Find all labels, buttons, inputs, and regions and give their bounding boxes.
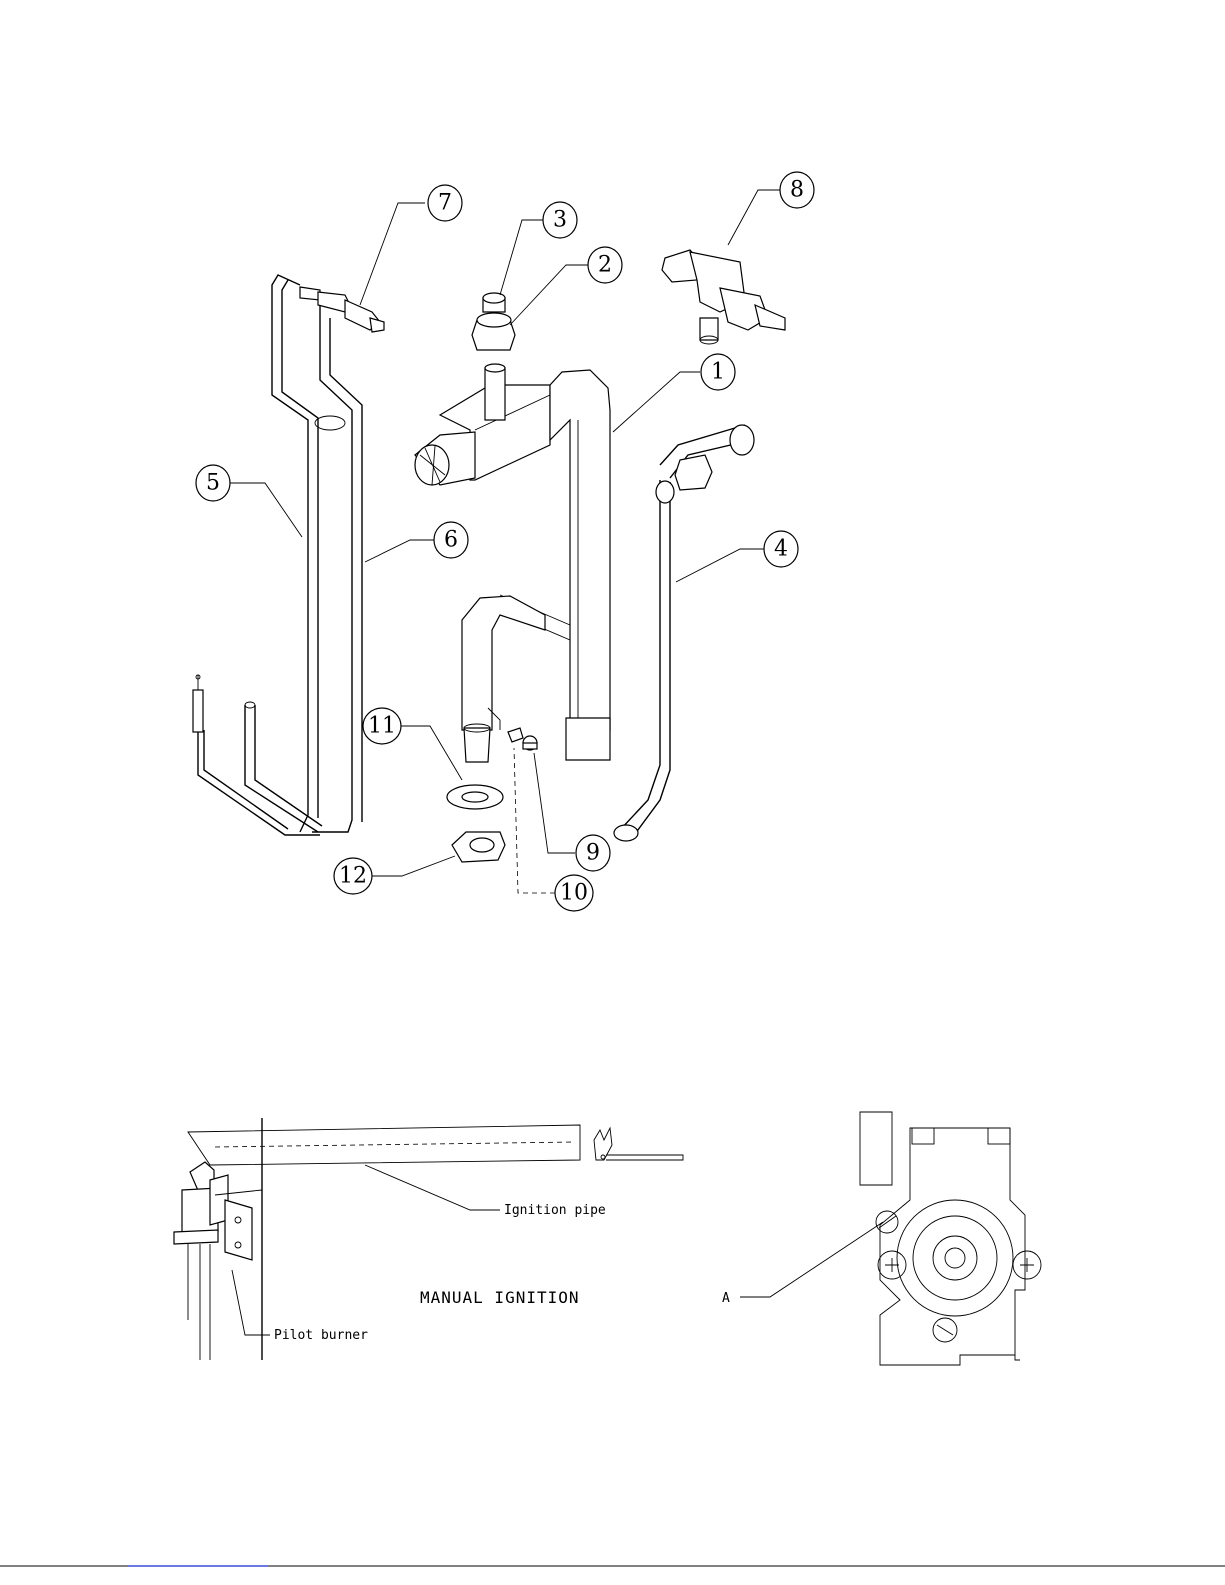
- callout-2: 2: [588, 247, 622, 283]
- callout-8: 8: [780, 172, 814, 208]
- burner-part-1: [415, 364, 610, 762]
- screw-part-9: [523, 736, 537, 750]
- gas-pipe-part-4: [614, 425, 754, 841]
- callout-11: 11: [363, 708, 401, 744]
- manual-ignition-diagram: Ignition pipe Pilot burner MANUAL IGNITI…: [174, 1118, 683, 1360]
- callout-7-text: 7: [438, 191, 452, 216]
- nut-part-2: [472, 313, 515, 350]
- hex-nut-part-12: [452, 832, 505, 862]
- valve-face-detail: A: [722, 1112, 1041, 1365]
- ignition-pipe-label: Ignition pipe: [504, 1203, 606, 1218]
- callout-1: 1: [701, 354, 735, 390]
- manual-ignition-title: MANUAL IGNITION: [420, 1288, 580, 1307]
- callout-1-text: 1: [711, 360, 725, 385]
- callout-3: 3: [543, 202, 577, 238]
- callout-6-text: 6: [444, 528, 458, 553]
- callout-10-text: 10: [560, 881, 588, 906]
- callout-5: 5: [196, 465, 230, 501]
- thermocouple-tube-part-5: [272, 275, 345, 832]
- callout-10: 10: [555, 875, 593, 911]
- callout-12: 12: [334, 858, 372, 894]
- pilot-burner-label: Pilot burner: [274, 1328, 368, 1343]
- cap-part-3: [483, 293, 505, 312]
- callout-8-text: 8: [790, 178, 804, 203]
- washer-part-11: [447, 785, 503, 809]
- valve-part-8: [662, 250, 785, 344]
- callout-12-text: 12: [339, 864, 367, 889]
- callout-4-text: 4: [774, 537, 788, 562]
- callout-11-text: 11: [368, 714, 396, 739]
- callout-3-text: 3: [553, 208, 567, 233]
- callout-9-text: 9: [586, 841, 600, 866]
- pilot-tube-part-6: [193, 305, 362, 835]
- callout-7: 7: [428, 185, 462, 221]
- callout-2-text: 2: [598, 253, 612, 278]
- callout-9: 9: [576, 835, 610, 871]
- callout-6: 6: [434, 522, 468, 558]
- point-a-label: A: [722, 1291, 730, 1306]
- callout-5-text: 5: [206, 471, 220, 496]
- nut-part-10: [508, 728, 523, 742]
- fitting-part-7: [300, 287, 384, 332]
- callout-4: 4: [764, 531, 798, 567]
